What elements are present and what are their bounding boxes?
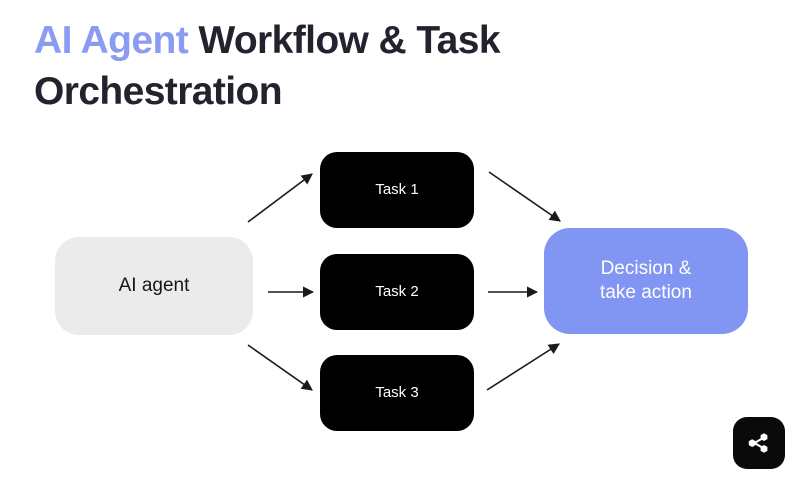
page-title-accent: AI Agent — [34, 19, 189, 62]
share-badge[interactable] — [733, 417, 785, 469]
edge-agent-task1 — [247, 173, 313, 223]
edge-agent-task3 — [247, 344, 313, 391]
node-task-3-label: Task 3 — [375, 383, 419, 401]
edge-task1-decision — [488, 171, 561, 222]
node-task-3[interactable]: Task 3 — [320, 355, 474, 431]
node-decision-line1: Decision & — [600, 258, 692, 280]
node-task-2-label: Task 2 — [375, 282, 419, 300]
page-title-rest: Workflow & Task Orchestration — [34, 19, 501, 113]
node-decision-label: Decision & take action — [600, 257, 692, 305]
node-task-1[interactable]: Task 1 — [320, 152, 474, 228]
node-ai-agent-label: AI agent — [118, 275, 190, 297]
edge-task3-decision — [486, 343, 560, 391]
page-title: AI Agent Workflow & Task Orchestration — [34, 16, 554, 117]
node-task-2[interactable]: Task 2 — [320, 254, 474, 330]
node-ai-agent[interactable]: AI agent — [55, 237, 253, 335]
node-task-1-label: Task 1 — [375, 180, 419, 198]
node-decision[interactable]: Decision & take action — [544, 228, 748, 334]
node-decision-line2: take action — [600, 282, 692, 303]
share-icon — [748, 433, 768, 453]
